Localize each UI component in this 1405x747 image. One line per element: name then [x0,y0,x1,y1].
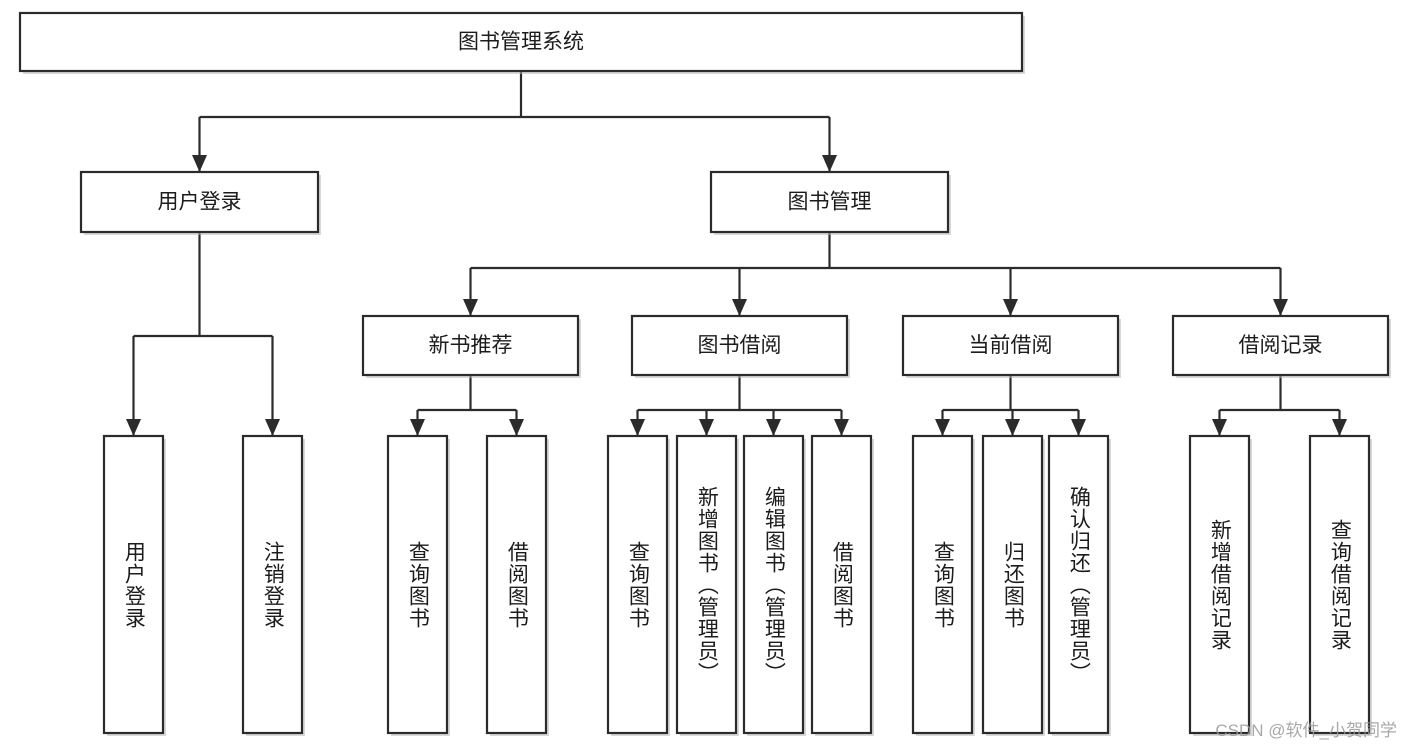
node-leaf-leaf-edit-book[interactable] [742,434,805,735]
arrow-head-icon [1005,419,1020,436]
arrow-head-icon [509,419,524,436]
arrow-head-icon [410,419,425,436]
node-leaf-leaf-user-login[interactable] [102,434,165,735]
node-leaf-leaf-add-book[interactable] [675,434,738,735]
arrow-head-icon [463,299,478,316]
node-level3-current-borrow[interactable] [901,314,1120,377]
connector-layer [126,71,1347,436]
node-label-user-login: 用户登录 [158,191,242,214]
arrow-head-icon [766,419,781,436]
arrow-head-icon [1212,419,1227,436]
node-leaf-leaf-logout[interactable] [241,434,304,735]
node-root-root[interactable] [18,11,1024,73]
node-leaf-leaf-confirm-return[interactable] [1047,434,1110,735]
arrow-head-icon [834,419,849,436]
node-level3-new-book-recommend[interactable] [361,314,580,377]
arrow-head-icon [822,155,837,172]
arrow-head-icon [126,419,141,436]
arrow-head-icon [630,419,645,436]
watermark: CSDN @软件_小贺同学 [1215,721,1397,740]
arrow-head-icon [1273,299,1288,316]
arrow-head-icon [732,299,747,316]
node-leaf-leaf-return-book[interactable] [981,434,1044,735]
arrow-head-icon [1003,299,1018,316]
node-level2-user-login[interactable] [79,170,320,234]
node-label-root: 图书管理系统 [458,31,584,54]
node-level3-borrow-record[interactable] [1171,314,1390,377]
node-label-book-borrow: 图书借阅 [698,334,782,357]
node-leaf-leaf-borrow-book[interactable] [810,434,873,735]
node-label-current-borrow: 当前借阅 [969,334,1053,357]
node-leaf-leaf-add-record[interactable] [1188,434,1251,735]
arrow-head-icon [265,419,280,436]
node-level2-book-manage[interactable] [709,170,950,234]
node-label-borrow-record: 借阅记录 [1239,334,1323,357]
node-leaf-leaf-query-book-recommend[interactable] [386,434,449,735]
node-label-book-manage: 图书管理 [788,191,872,214]
node-level3-book-borrow[interactable] [630,314,849,377]
arrow-head-icon [1332,419,1347,436]
node-box-layer [18,11,1391,736]
arrow-head-icon [935,419,950,436]
node-leaf-leaf-borrow-book-recommend[interactable] [485,434,548,735]
node-leaf-leaf-query-record[interactable] [1308,434,1371,735]
arrow-head-icon [699,419,714,436]
node-leaf-leaf-query-book-borrow[interactable] [606,434,669,735]
arrow-head-icon [192,155,207,172]
arrow-head-icon [1071,419,1086,436]
node-leaf-leaf-query-book-current[interactable] [911,434,974,735]
node-label-new-book-recommend: 新书推荐 [429,334,513,357]
